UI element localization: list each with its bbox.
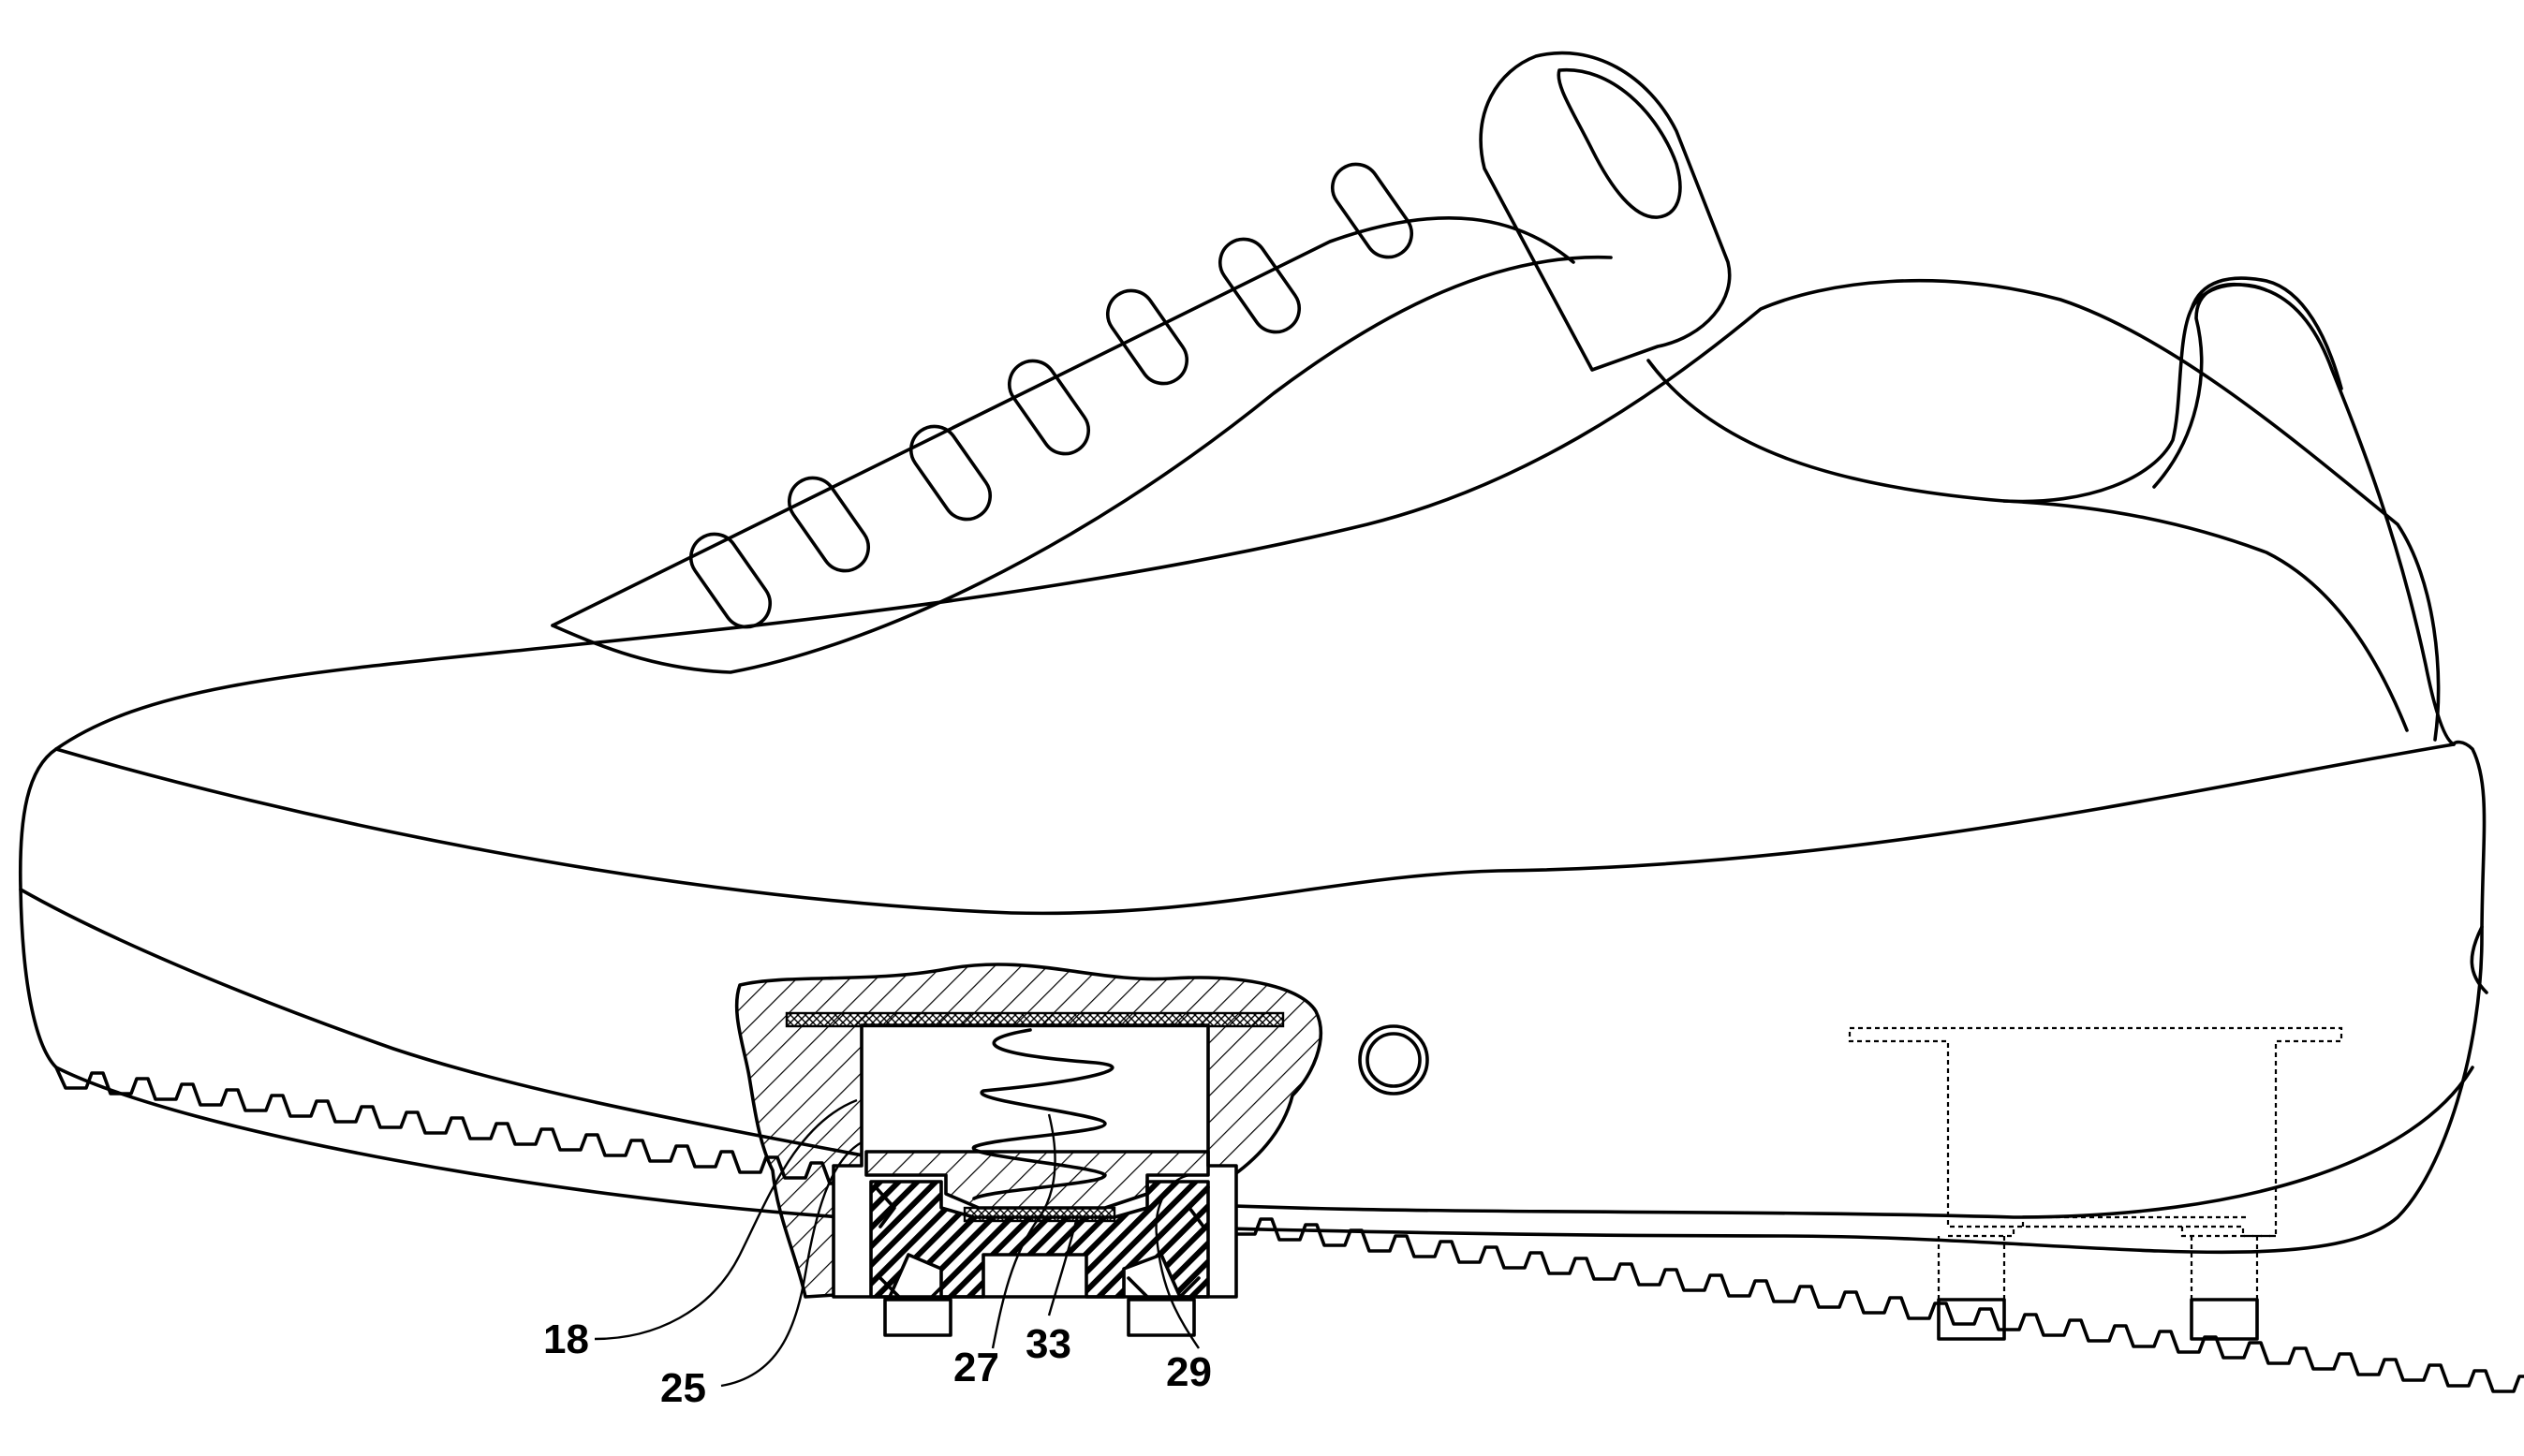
retainer-left (874, 1185, 896, 1228)
heel-stud-left (1937, 1298, 2006, 1341)
lace-loop-2 (787, 476, 871, 573)
cleat-stud-right (1127, 1298, 1196, 1337)
hidden-heel-stud-guides (1937, 1236, 2259, 1300)
heel-tab (2190, 276, 2343, 390)
numeral-33: 33 (1026, 1321, 1071, 1367)
collar (1646, 283, 2268, 504)
vent-hole-inner (1365, 1032, 1422, 1088)
numeral-29: 29 (1166, 1349, 1212, 1395)
lace-loop-7 (1330, 162, 1414, 259)
lace-loop-6 (1218, 237, 1302, 334)
numeral-27: 27 (953, 1345, 999, 1390)
vent-hole (1358, 1024, 1429, 1096)
shoe-upper (54, 51, 2456, 751)
vamp-outline (54, 278, 2441, 751)
eyestay-edge (551, 255, 1613, 674)
hidden-heel-plate (1848, 1026, 2343, 1238)
tongue (1479, 51, 1732, 372)
leader-lines (594, 1098, 1200, 1388)
lace-loops (688, 162, 1414, 629)
sidewall-line (2470, 925, 2488, 994)
hidden-heel-inner (1948, 1227, 2276, 1238)
heel-counter (2152, 283, 2456, 746)
retainer-right (1188, 1185, 1210, 1228)
midsole-top (54, 743, 2456, 916)
lace-loop-4 (1007, 359, 1091, 456)
hidden-heel-cleat (1848, 1026, 2343, 1341)
leader-25 (720, 1140, 863, 1388)
cleat-stud-left (883, 1298, 952, 1337)
lace-loop-3 (908, 424, 993, 522)
heel-stud-right (2190, 1298, 2259, 1341)
reference-numerals: 18 25 27 33 29 (543, 1316, 1212, 1411)
cleat-top-plate (785, 1011, 1285, 1028)
lace-line (551, 215, 1575, 627)
cleat-cutaway (734, 963, 1322, 1337)
tongue-top-curve (1557, 67, 1682, 219)
sole-outline (18, 740, 2487, 1255)
hidden-heel-boss (2021, 1215, 2248, 1227)
leader-27 (991, 1113, 1056, 1349)
leader-18 (594, 1098, 858, 1341)
leader-33 (1047, 1216, 1079, 1316)
heel-collar-inner (2002, 499, 2409, 732)
lace-loop-5 (1105, 288, 1189, 386)
numeral-25: 25 (660, 1365, 706, 1411)
leader-29 (1155, 1173, 1200, 1349)
numeral-18: 18 (543, 1316, 589, 1362)
stud-collar-left (878, 1276, 952, 1299)
lace-loop-1 (688, 532, 773, 629)
tread-teeth (54, 1066, 2524, 1393)
stud-collar-right (1127, 1276, 1201, 1299)
